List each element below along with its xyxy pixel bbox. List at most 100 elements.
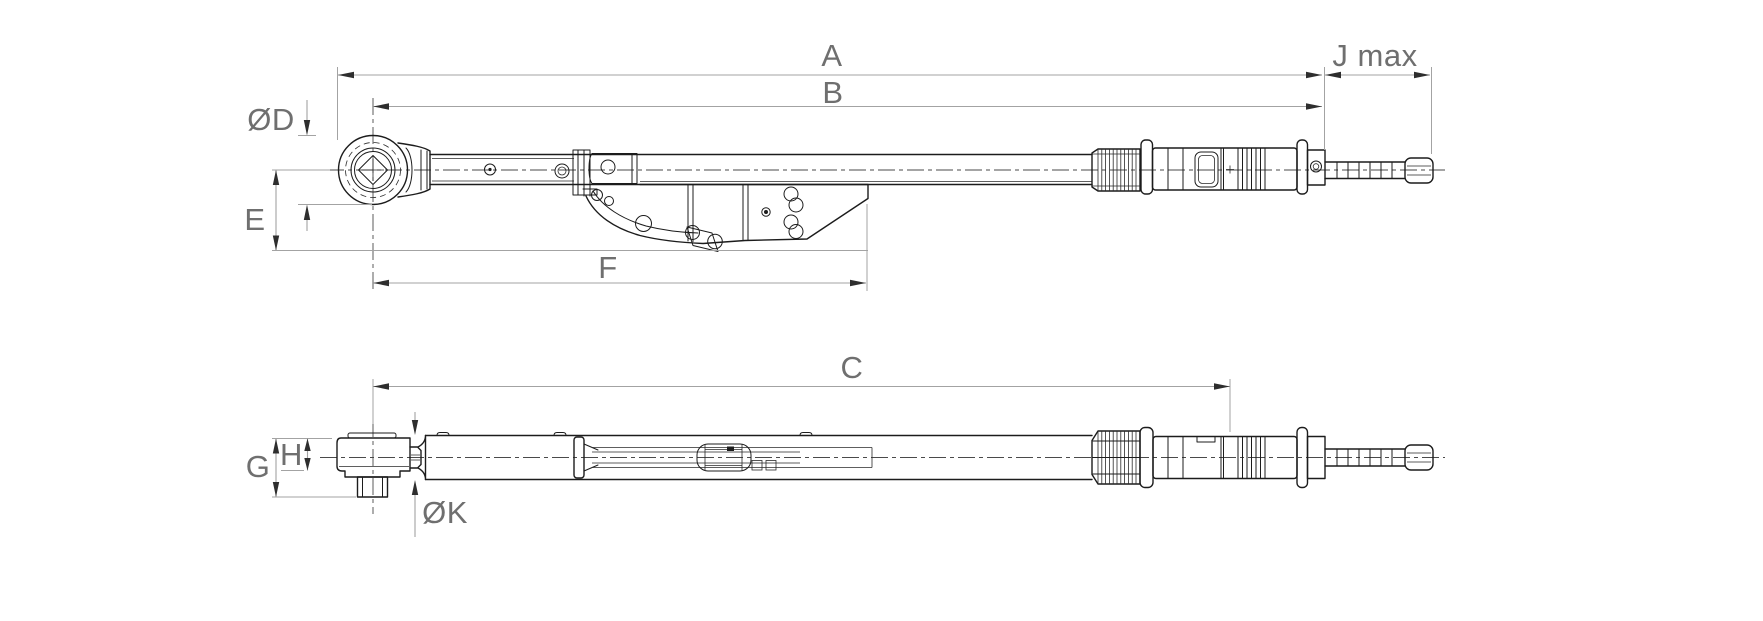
tube-screw [484, 163, 496, 176]
handle-ribs [1220, 147, 1266, 191]
yoke-detail [405, 147, 428, 193]
head-center-cross [362, 159, 384, 181]
head-outer-ring [337, 134, 409, 206]
head-top-cap [347, 432, 397, 439]
joint-plates [572, 149, 598, 197]
joint-cone [583, 443, 599, 472]
adjuster-bottom [1324, 444, 1434, 471]
dimension-c-label: C [841, 350, 864, 385]
mechanism-pad-2 [765, 460, 777, 471]
window-notch [1196, 436, 1216, 443]
head-body [336, 437, 411, 478]
reaction-plate-top [585, 183, 869, 252]
adjuster-top [1324, 157, 1434, 184]
knurl-stripes [1097, 149, 1137, 191]
plate-verticals [687, 184, 749, 242]
mechanism-stop [727, 446, 734, 451]
reaction-plate-outline [585, 183, 869, 245]
scale-window-inner [1198, 155, 1215, 184]
plate-dot-outer [761, 207, 771, 217]
dimension-h: H [280, 437, 311, 472]
handle-top [1091, 139, 1326, 195]
dimension-j-label: J max [1332, 38, 1417, 73]
plate-hole-2 [685, 225, 700, 240]
neck-detail [411, 454, 420, 461]
tube-walls [429, 153, 1093, 186]
pivot-pin-outer [554, 163, 570, 179]
dimension-g: G [246, 438, 356, 498]
bell-flange [417, 434, 427, 481]
mechanism-pad-1 [751, 460, 763, 471]
dimension-j: J max [1325, 38, 1432, 154]
knurl-bands [1092, 153, 1140, 187]
dimension-g-label: G [246, 449, 271, 484]
hex-end [1404, 157, 1434, 184]
capsule-detail [704, 444, 743, 471]
hex-facets-bottom [1407, 452, 1431, 463]
dimension-d-label: ØD [247, 102, 295, 137]
lever-strap-inner-edge [592, 190, 699, 234]
handle-body-seams [1167, 147, 1184, 191]
handle-body [1151, 147, 1298, 191]
main-tube-bottom [424, 432, 1093, 481]
dimension-b-label: B [822, 75, 843, 110]
head-bore [354, 151, 392, 189]
bottom-view [336, 426, 1434, 498]
dimension-k: ØK [411, 412, 468, 537]
hex-end-bottom [1404, 444, 1434, 471]
square-drive-side [356, 476, 389, 498]
dimension-f: F [373, 204, 868, 291]
handle-end-block-bottom [1306, 435, 1326, 480]
link-block-hole [600, 159, 616, 175]
end-block-screw-inner [1312, 163, 1320, 170]
adjuster-screw-cross [1226, 165, 1234, 174]
plate-hole-7 [788, 224, 804, 239]
dimension-f-label: F [598, 250, 617, 285]
plate-hole-4 [783, 186, 799, 202]
joint-assembly-top [572, 149, 638, 206]
rod-segments-bottom [1336, 448, 1393, 467]
link-block [588, 153, 638, 184]
head-bolt-circle [345, 142, 401, 198]
plate-hole-6 [783, 214, 799, 230]
pivot-hole-a [591, 189, 603, 201]
dimension-k-label: ØK [422, 495, 468, 530]
dimension-b: B [373, 75, 1322, 110]
handle-end-block [1306, 149, 1326, 186]
rod-segments [1336, 161, 1393, 179]
ratchet-head-bottom [336, 432, 427, 498]
neck-spigot [409, 446, 422, 469]
dimensions: A B J max ØD [244, 38, 1432, 537]
tube-inner-lines [432, 158, 1092, 182]
scale-window-outer [1194, 151, 1219, 188]
square-drive-top [358, 155, 388, 185]
dimension-a-label: A [821, 38, 842, 73]
dimension-h-label: H [280, 437, 303, 472]
yoke-outline [397, 142, 431, 198]
tube-screw-center [488, 167, 492, 172]
end-block-screw [1310, 160, 1322, 173]
joint-band [573, 436, 585, 479]
handle-front-flange [1140, 139, 1154, 195]
top-view [337, 134, 1434, 252]
pivot-pin-inner [557, 166, 567, 176]
handle-body-seams-bottom [1167, 436, 1184, 479]
tube-walls-bottom [424, 434, 1093, 481]
dimension-e-label: E [244, 202, 265, 237]
ratchet-head-top [337, 134, 431, 206]
handle-ribs-bottom [1220, 436, 1266, 479]
plate-hole-5 [788, 197, 804, 213]
tube-tabs [436, 432, 813, 436]
dimension-d: ØD [247, 100, 372, 231]
dimension-c: C [372, 350, 1231, 432]
main-tube-top [429, 153, 1093, 186]
hex-facets [1407, 165, 1431, 176]
dimension-a: A [337, 38, 1325, 150]
pivot-hole-b [604, 196, 614, 206]
plate-dot [764, 210, 768, 214]
dimension-e: E [244, 169, 868, 251]
handle-end-flange [1296, 139, 1309, 195]
handle-bottom [1091, 426, 1326, 489]
